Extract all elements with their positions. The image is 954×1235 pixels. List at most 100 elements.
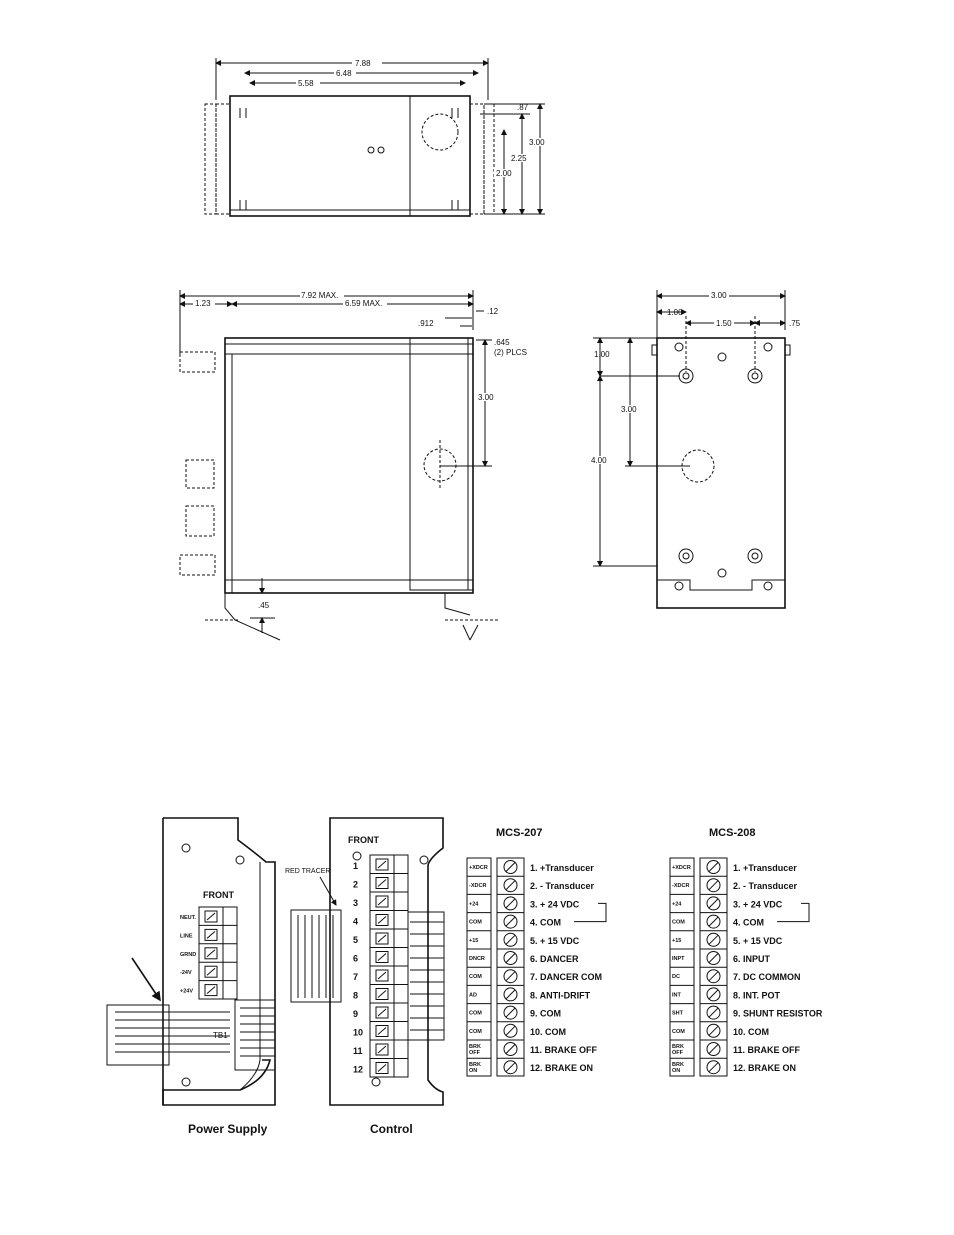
mcs208-terminal-label: 9. SHUNT RESISTOR (733, 1009, 823, 1019)
control-pin-number: 9 (353, 1009, 358, 1019)
mcs207-tag: COM (469, 1029, 482, 1035)
mcs207-tag: BRK (469, 1044, 481, 1050)
screw-icon (706, 987, 721, 1002)
control-pin-terminal (375, 1025, 389, 1037)
dim-overall: 7.88 (355, 59, 371, 68)
mcs207-tag: AD (469, 992, 477, 998)
mcs207-tag: +XDCR (469, 865, 488, 871)
dim-side-right: .12 (487, 307, 499, 316)
screw-icon (706, 951, 721, 965)
dim-87: .87 (517, 103, 529, 112)
screw-icon (503, 896, 518, 911)
mcs208-tag: OFF (672, 1050, 684, 1056)
screw-icon (503, 1042, 518, 1056)
screw-icon (503, 1060, 518, 1075)
mcs208-tag: DC (672, 974, 680, 980)
screw-icon (706, 1023, 721, 1038)
screw-icon (503, 914, 518, 929)
dim-end-left: 1.00 (667, 308, 683, 317)
ps-terminal-label: +24V (180, 989, 193, 995)
control-pin-number: 8 (353, 991, 358, 1001)
mcs207-terminal-label: 4. COM (530, 918, 561, 928)
mcs208-terminal-label: 7. DC COMMON (733, 972, 801, 982)
mcs208-terminal-label: 4. COM (733, 918, 764, 928)
ps-terminal-label: LINE (180, 933, 193, 939)
screw-icon (503, 932, 518, 947)
mcs207-terminal-label: 12. BRAKE ON (530, 1063, 593, 1073)
dim-225: 2.25 (511, 154, 527, 163)
mcs208-terminal-label: 5. + 15 VDC (733, 936, 783, 946)
mcs-208-title: MCS-208 (709, 827, 755, 839)
control-front-label: FRONT (348, 835, 379, 845)
mcs208-tag: COM (672, 1029, 685, 1035)
screw-icon (706, 914, 721, 929)
control-pin-number: 7 (353, 972, 358, 982)
ps-terminal-label: GRND (180, 952, 196, 958)
mcs207-terminal-label: 5. + 15 VDC (530, 936, 580, 946)
control-pin-terminal (375, 858, 389, 871)
screw-icon (503, 860, 518, 874)
end-view-body (656, 337, 786, 609)
end-view: 3.00 1.00 1.50 .75 1.00 3.00 4.00 (590, 290, 801, 609)
mcs208-terminal-label: 6. INPUT (733, 954, 771, 964)
screw-icon (706, 896, 721, 911)
screw-icon (706, 932, 721, 947)
control-pin-terminal (375, 895, 389, 908)
control-caption: Control (370, 1122, 413, 1136)
dim-side-overall: 7.92 MAX. (301, 291, 338, 300)
mcs207-tag: ON (469, 1068, 477, 1074)
mcs208-tag: BRK (672, 1044, 684, 1050)
mcs207-terminal-label: 1. +Transducer (530, 863, 594, 873)
mcs207-tag: +24 (469, 901, 479, 907)
dim-inner: 5.58 (298, 79, 314, 88)
dim-200: 2.00 (496, 169, 512, 178)
mcs207-tag: BRK (469, 1062, 481, 1068)
ps-terminal-label: NEUT. (180, 915, 196, 921)
red-tracer-label: RED TRACER (285, 868, 330, 875)
screw-icon (503, 951, 518, 965)
mcs208-tag: +XDCR (672, 865, 691, 871)
ps-screw-terminal (204, 910, 218, 923)
side-view-body (224, 337, 474, 594)
top-view: 7.88 6.48 5.58 .87 3.00 2.25 2.00 (204, 58, 546, 217)
control-pin-terminal (375, 969, 389, 982)
mcs207-tag: +15 (469, 938, 478, 944)
dim-end-top: 1.00 (594, 350, 610, 359)
ps-screw-terminal (204, 965, 218, 978)
screw-icon (503, 878, 518, 893)
screw-icon (706, 1060, 721, 1075)
mcs207-terminal-label: 2. - Transducer (530, 881, 595, 891)
control-pin-number: 2 (353, 880, 358, 890)
control-pin-terminal (375, 1006, 389, 1019)
mcs207-terminal-label: 7. DANCER COM (530, 972, 602, 982)
dim-side-left: 1.23 (195, 299, 211, 308)
control-pin-number: 10 (353, 1028, 363, 1038)
control-pin-number: 3 (353, 898, 358, 908)
dim-end-height: 4.00 (591, 456, 607, 465)
control-pin-number: 6 (353, 954, 358, 964)
mcs-207-title: MCS-207 (496, 827, 542, 839)
mcs-207-terminal-strip: MCS-207 +XDCR 1. +Transducer -XDCR 2. - Tra… (466, 827, 607, 1077)
screw-icon (503, 969, 518, 984)
mcs207-tag: -XDCR (469, 883, 486, 889)
dim-end-right: .75 (789, 319, 801, 328)
screw-icon (503, 1023, 518, 1038)
mcs208-terminal-label: 1. +Transducer (733, 863, 797, 873)
dim-45: .45 (258, 601, 270, 610)
dim-side-body: 6.59 MAX. (345, 299, 382, 308)
dim-645: .645 (494, 338, 510, 347)
mcs208-tag: -XDCR (672, 883, 689, 889)
control-pin-number: 4 (353, 917, 358, 927)
control-pin-number: 12 (353, 1065, 363, 1075)
mcs208-tag: +15 (672, 938, 681, 944)
dim-mid: 6.48 (336, 69, 352, 78)
control-pin-terminal (375, 1043, 389, 1056)
dim-end-mid: 1.50 (716, 319, 732, 328)
screw-icon (706, 1005, 721, 1020)
mcs207-tag: COM (469, 920, 482, 926)
dim-side-300: 3.00 (478, 393, 494, 402)
mcs207-terminal-label: 9. COM (530, 1009, 561, 1019)
tb1-label: TB1 (213, 1031, 228, 1040)
